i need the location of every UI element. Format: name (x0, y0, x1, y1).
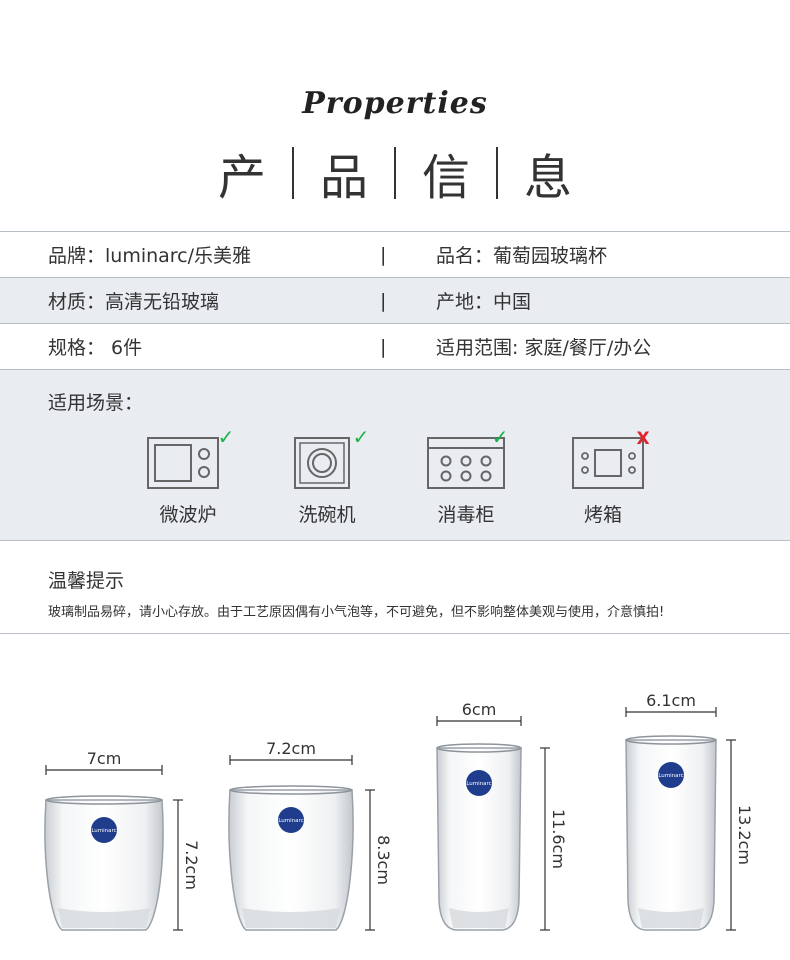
title-char: 息 (524, 150, 573, 206)
glass-base (242, 908, 340, 928)
appliance-name: 洗碗机 (298, 504, 356, 526)
title-separator (394, 147, 396, 199)
height-label: 7.2cm (182, 840, 201, 890)
glass-body (625, 739, 717, 931)
title-separator (496, 147, 499, 199)
glass-body (436, 747, 522, 931)
glass-1: Luminarc 7cm 7.2cm (44, 749, 201, 931)
glass-rim (625, 735, 717, 745)
glass-rim (229, 785, 353, 795)
spec-quantity: 规格： 6件 (48, 337, 143, 359)
spec-divider: | (380, 243, 387, 266)
appliance-name: 烤箱 (583, 504, 622, 526)
glass-base (638, 908, 704, 928)
glass-3: Luminarc 6cm 11.6cm (436, 700, 568, 931)
luminarc-logo-icon (658, 762, 684, 788)
product-info-title: 产 品 信 息 (0, 138, 790, 208)
glass-body (228, 789, 354, 931)
spec-origin: 产地：中国 (436, 291, 532, 313)
title-char: 产 (217, 150, 266, 206)
appliance-microwave: ✓ 微波炉 (133, 430, 243, 527)
luminarc-logo-icon (466, 770, 492, 796)
check-icon: ✓ (218, 430, 235, 449)
check-icon: ✓ (492, 430, 509, 449)
spec-material: 材质：高清无铅玻璃 (48, 291, 220, 313)
glass-base (449, 908, 509, 928)
glass-base (58, 908, 150, 928)
title-char: 信 (422, 150, 471, 206)
scene-label: 适用场景： (48, 392, 144, 414)
glass-rim (45, 795, 163, 805)
spec-row-material: 材质：高清无铅玻璃 | 产地：中国 (0, 277, 790, 323)
luminarc-logo-icon (278, 807, 304, 833)
tips-text: 玻璃制品易碎，请小心存放。由于工艺原因偶有小气泡等，不可避免，但不影响整体美观与… (48, 605, 665, 620)
glass-2: Luminarc 7.2cm 8.3cm (228, 739, 393, 931)
width-label: 6cm (462, 700, 497, 719)
spec-divider: | (380, 335, 387, 358)
spec-row-brand: 品牌：luminarc/乐美雅 | 品名：葡萄园玻璃杯 (0, 231, 790, 277)
title-char: 品 (319, 150, 368, 206)
usage-scene-panel: 适用场景： ✓ 微波炉 ✓ 洗碗机 ✓ (0, 369, 790, 541)
width-label: 7cm (87, 749, 122, 768)
width-label: 6.1cm (646, 691, 696, 710)
microwave-icon: ✓ (147, 430, 235, 489)
glass-4: Luminarc 6.1cm 13.2cm (625, 691, 754, 931)
sterilizer-cabinet-icon: ✓ (427, 430, 509, 489)
appliance-oven: X 烤箱 (548, 430, 658, 527)
width-label: 7.2cm (266, 739, 316, 758)
tips-title: 温馨提示 (48, 570, 125, 592)
glasses-dimension-figure: Luminarc7cm7.2cmLuminarc7.2cm8.3cmLumina… (44, 691, 754, 931)
cross-icon: X (636, 430, 649, 449)
height-label: 13.2cm (735, 805, 754, 865)
oven-icon: X (572, 430, 650, 489)
logo-text: Luminarc (91, 828, 116, 834)
spec-row-quantity: 规格： 6件 | 适用范围: 家庭/餐厅/办公 (0, 323, 790, 369)
spec-divider: | (380, 289, 387, 312)
appliance-name: 微波炉 (159, 504, 217, 526)
appliance-sterilizer: ✓ 消毒柜 (411, 430, 521, 527)
appliance-name: 消毒柜 (437, 504, 495, 526)
properties-script-title: Properties (302, 86, 488, 121)
spec-usage: 适用范围: 家庭/餐厅/办公 (436, 337, 652, 359)
height-label: 8.3cm (374, 835, 393, 885)
logo-text: Luminarc (658, 773, 683, 779)
divider (0, 633, 790, 634)
glass-body (44, 799, 164, 931)
logo-text: Luminarc (466, 781, 491, 787)
luminarc-logo-icon (91, 817, 117, 843)
logo-text: Luminarc (278, 818, 303, 824)
check-icon: ✓ (353, 430, 370, 449)
spec-product-name: 品名：葡萄园玻璃杯 (436, 245, 608, 267)
appliance-dishwasher: ✓ 洗碗机 (272, 430, 382, 527)
glass-rim (436, 743, 522, 753)
dishwasher-icon: ✓ (294, 430, 370, 489)
height-label: 11.6cm (549, 809, 568, 869)
spec-brand: 品牌：luminarc/乐美雅 (48, 245, 252, 267)
title-separator (291, 147, 294, 199)
